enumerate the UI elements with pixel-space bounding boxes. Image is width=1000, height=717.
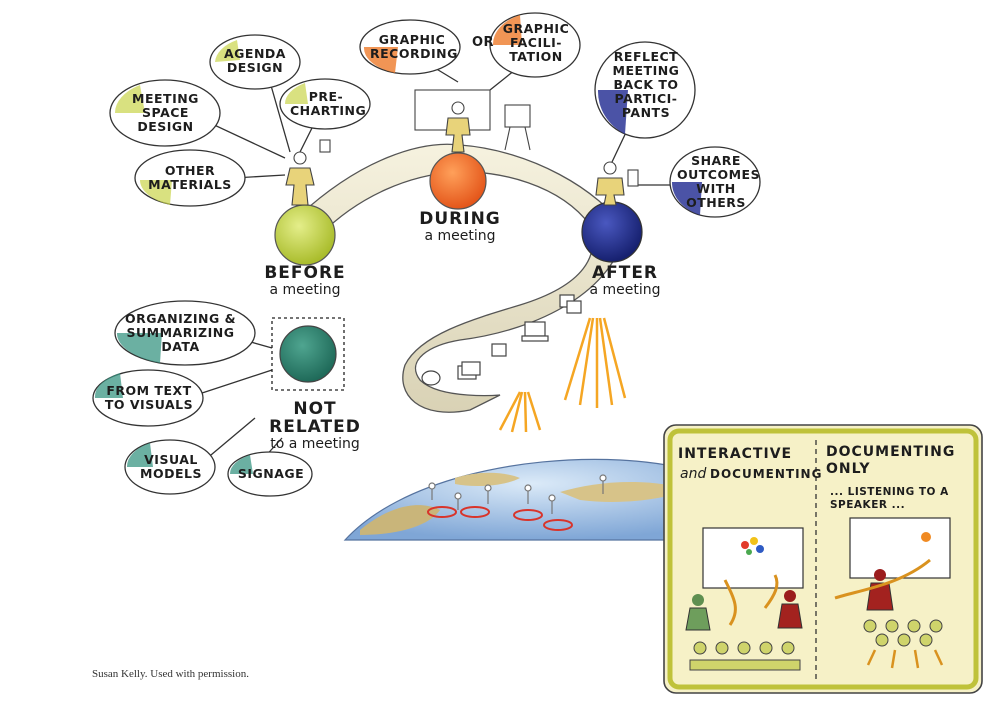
phase-before-title: BEFORE <box>264 263 346 283</box>
panel-right-sub: ... LISTENING TO A SPEAKER ... <box>830 486 949 511</box>
phase-circle-before <box>274 204 336 266</box>
panel-right-title: DOCUMENTING ONLY <box>826 444 956 477</box>
phase-before-sub: a meeting <box>269 282 341 298</box>
label-organizing-data: ORGANIZING & SUMMARIZING DATA <box>125 311 236 354</box>
phase-not-related-title: NOT RELATED <box>269 399 361 437</box>
label-text-to-visuals: FROM TEXT TO VISUALS <box>104 383 194 412</box>
label-share-outcomes: SHARE OUTCOMES WITH OTHERS <box>677 153 761 210</box>
phase-not-related: NOT RELATED to a meeting <box>245 400 385 452</box>
label-reflect-meeting: REFLECT MEETING BACK TO PARTICI-PANTS <box>612 49 680 120</box>
panel-left-title2: DOCUMENTING <box>710 467 823 481</box>
phase-circle-not-related <box>279 325 337 383</box>
phase-not-related-sub: to a meeting <box>270 436 360 452</box>
phase-circle-during <box>429 152 487 210</box>
earth-globe <box>343 458 721 541</box>
figure-after <box>595 161 639 206</box>
label-agenda-design: AGENDA DESIGN <box>224 46 286 75</box>
figure-before <box>285 139 331 206</box>
meeting-path <box>299 143 626 413</box>
label-meeting-space-design: MEETING SPACE DESIGN <box>132 91 199 134</box>
label-visual-models: VISUAL MODELS <box>140 452 202 481</box>
earth-people <box>427 474 607 531</box>
phase-after-title: AFTER <box>591 263 659 283</box>
not-related-box <box>271 317 345 391</box>
figure-during <box>414 89 531 153</box>
glow-rays <box>498 317 627 433</box>
phase-during-title: DURING <box>419 209 501 229</box>
label-other-materials: OTHER MATERIALS <box>148 163 232 192</box>
path-icons <box>421 294 582 386</box>
bubble-shapes <box>92 12 761 497</box>
label-graphic-facilitation: GRAPHIC FACILI-TATION <box>502 21 570 64</box>
phase-before: BEFORE a meeting <box>255 264 355 298</box>
methods-panel <box>663 424 983 694</box>
phase-circle-after <box>581 201 643 263</box>
panel-left-and: and <box>680 466 707 482</box>
phase-after-sub: a meeting <box>589 282 661 298</box>
phase-after: AFTER a meeting <box>575 264 675 298</box>
label-signage: SIGNAGE <box>237 466 305 481</box>
credit-line: Susan Kelly. Used with permission. <box>92 668 249 680</box>
label-precharting: PRE-CHARTING <box>290 89 367 118</box>
label-graphic-recording: GRAPHIC RECORDING <box>370 32 458 61</box>
label-or: OR <box>471 35 495 50</box>
panel-left-title: INTERACTIVE <box>678 446 793 462</box>
phase-during: DURING a meeting <box>405 210 515 244</box>
phase-during-sub: a meeting <box>424 228 496 244</box>
